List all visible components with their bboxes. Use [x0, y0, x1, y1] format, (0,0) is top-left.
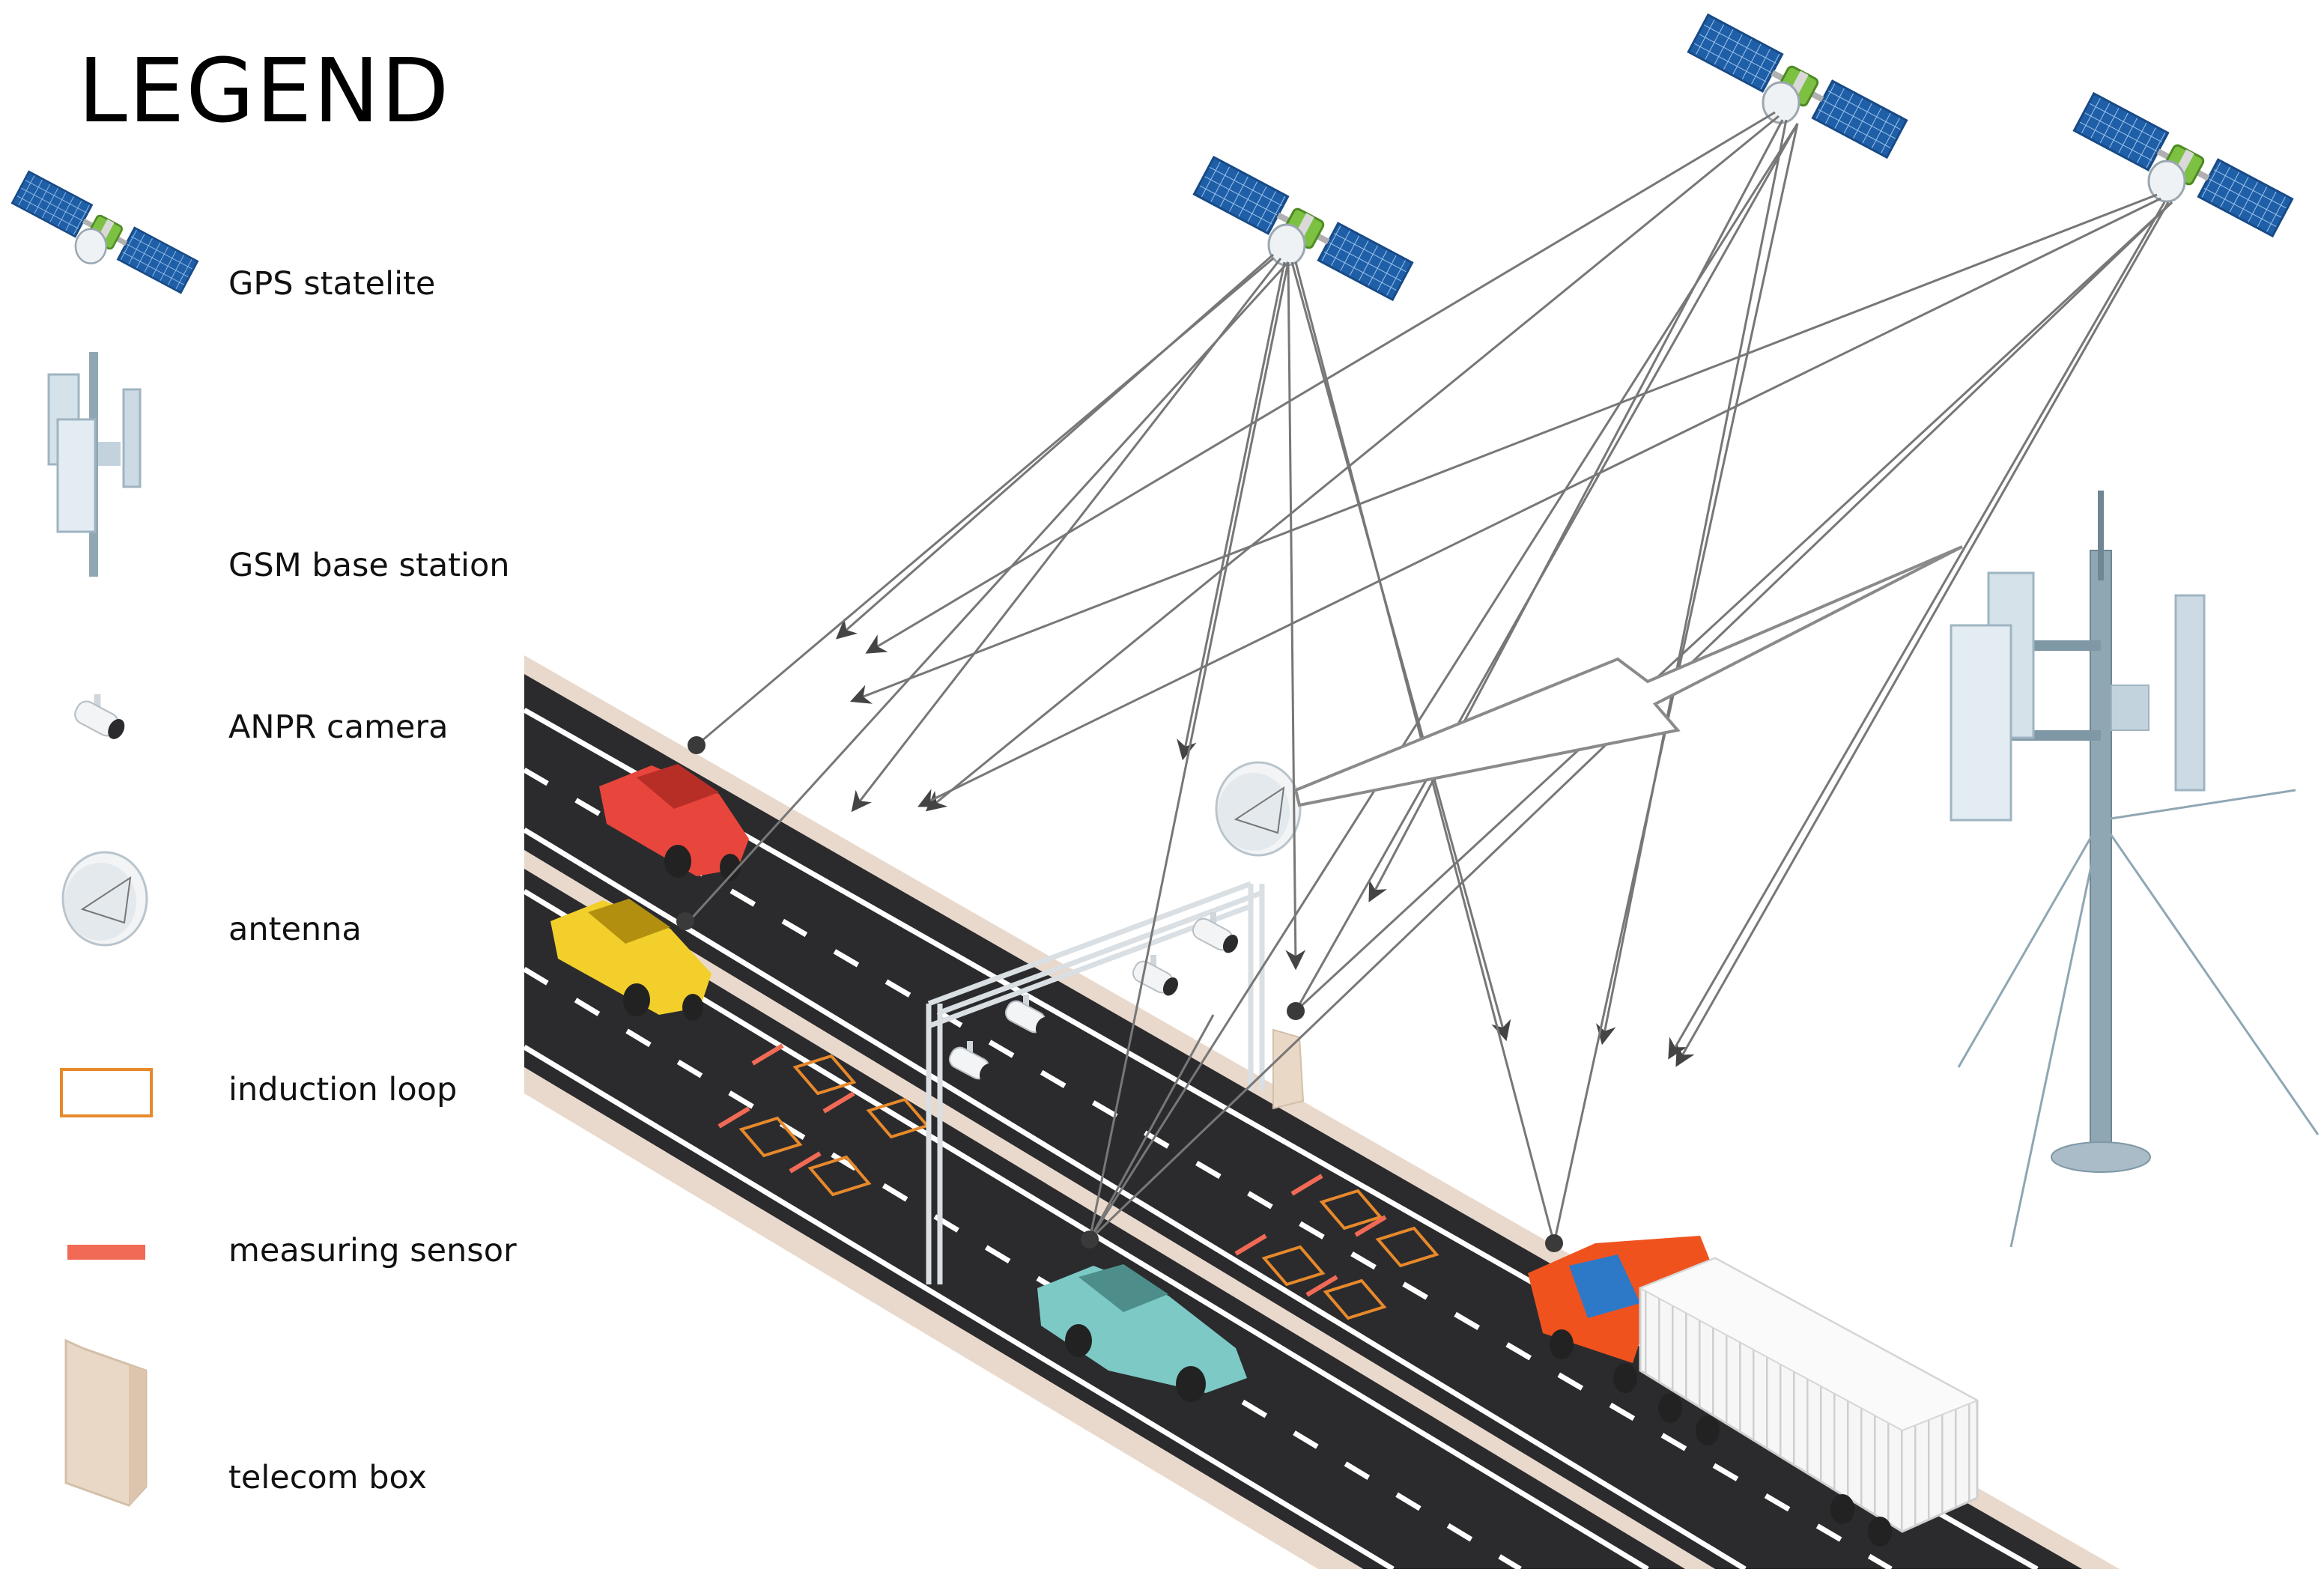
legend-label-anpr-camera: ANPR camera [228, 708, 449, 746]
legend-label-telecom-box: telecom box [228, 1459, 427, 1496]
legend-title: LEGEND [78, 39, 451, 142]
teal-car [1037, 1264, 1247, 1402]
yellow-car [550, 899, 712, 1021]
wireless-link-bolt [1293, 545, 1963, 807]
gps-satellites-scene [1192, 13, 2294, 301]
legend-label-gps-satellite: GPS statelite [228, 265, 436, 303]
signal-endpoints [676, 736, 1563, 1252]
legend-label-induction-loop: induction loop [228, 1071, 458, 1108]
legend-icons [10, 170, 199, 1507]
legend-label-antenna: antenna [228, 911, 362, 948]
telecom-box-roadside [1272, 1028, 1305, 1110]
gps-satellite-icon [10, 170, 199, 294]
signal-lines-plain [688, 123, 2173, 1244]
antenna-dish-scene [1215, 761, 1302, 857]
red-car [599, 764, 749, 881]
truck [1528, 1236, 1979, 1547]
measuring-sensor-icon [67, 1245, 145, 1260]
gsm-base-station-icon [47, 352, 142, 577]
anpr-camera-icon [70, 693, 130, 744]
gsm-tower-scene [1950, 489, 2320, 1248]
lower-carriageway [524, 869, 1685, 1569]
telecom-box-icon [64, 1338, 148, 1507]
legend-label-gsm-base-station: GSM base station [228, 547, 510, 584]
road-sensors [717, 1043, 1439, 1320]
legend-label-measuring-sensor: measuring sensor [228, 1232, 517, 1269]
antenna-icon [61, 851, 148, 947]
gantry [926, 881, 1265, 1284]
induction-loop-icon [60, 1068, 153, 1117]
road-shoulder-bottom [524, 1067, 1363, 1569]
